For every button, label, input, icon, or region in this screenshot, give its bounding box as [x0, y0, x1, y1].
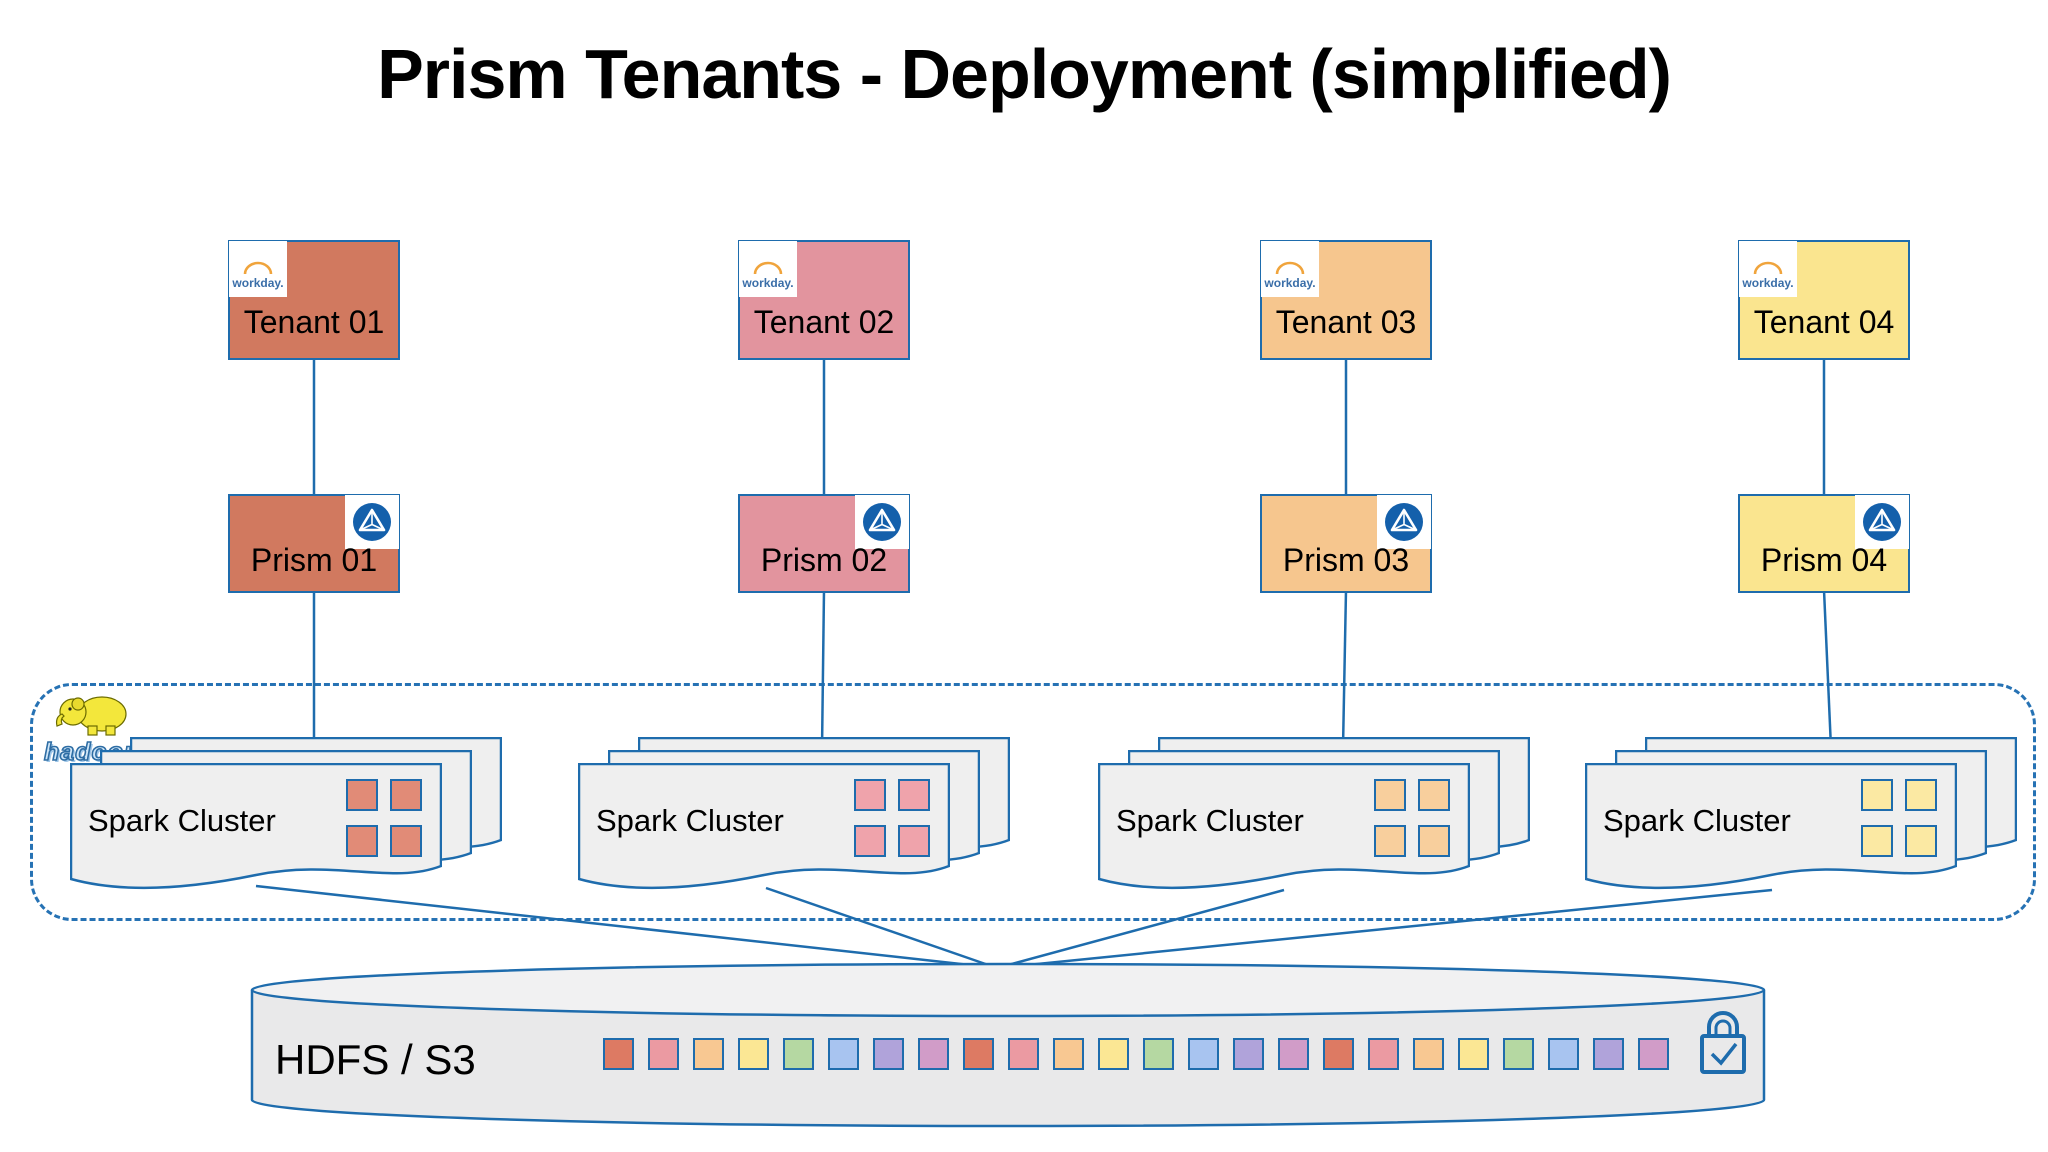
storage-block: [603, 1038, 634, 1070]
storage-block: [1278, 1038, 1309, 1070]
storage-block: [1098, 1038, 1129, 1070]
storage-block: [873, 1038, 904, 1070]
prism-label: Prism 03: [1282, 542, 1410, 578]
tenant-box: workday. Tenant 03: [1260, 240, 1432, 360]
spark-cluster-stack: Spark Cluster: [1585, 737, 2017, 890]
storage-block: [1188, 1038, 1219, 1070]
tenant-box: workday. Tenant 02: [738, 240, 910, 360]
worker-node-square: [854, 779, 886, 811]
prism-icon: [1377, 495, 1431, 549]
worker-node-square: [390, 825, 422, 857]
storage-block: [1638, 1038, 1669, 1070]
tenant-label: Tenant 02: [753, 304, 895, 340]
storage-block: [1548, 1038, 1579, 1070]
prism-icon: [345, 495, 399, 549]
worker-node-square: [346, 779, 378, 811]
prism-box: Prism 01: [228, 494, 400, 593]
worker-node-square: [854, 825, 886, 857]
worker-node-square: [1905, 825, 1937, 857]
worker-node-square: [346, 825, 378, 857]
workday-arc-icon: [243, 261, 273, 275]
storage-block: [828, 1038, 859, 1070]
worker-node-square: [390, 779, 422, 811]
prism-label: Prism 01: [250, 542, 378, 578]
workday-logo: workday.: [229, 241, 287, 297]
tenant-column: workday. Tenant 01 Prism 01: [228, 240, 400, 593]
spark-cluster-label: Spark Cluster: [1603, 803, 1791, 838]
tenant-box: workday. Tenant 01: [228, 240, 400, 360]
workday-logo-text: workday.: [1264, 276, 1316, 290]
spark-cluster-stack: Spark Cluster: [578, 737, 1010, 890]
lock-check-icon: [1700, 1011, 1746, 1074]
tenant-column: workday. Tenant 03 Prism 03: [1260, 240, 1432, 593]
workday-arc-icon: [753, 261, 783, 275]
worker-node-square: [1861, 779, 1893, 811]
worker-node-square: [1374, 825, 1406, 857]
worker-node-square: [1418, 825, 1450, 857]
prism-icon: [855, 495, 909, 549]
spark-cluster-stack: Spark Cluster: [70, 737, 502, 890]
storage-block: [1413, 1038, 1444, 1070]
storage-block: [648, 1038, 679, 1070]
worker-node-square: [898, 779, 930, 811]
storage-block: [918, 1038, 949, 1070]
hadoop-logo: [55, 696, 127, 736]
prism-label: Prism 02: [760, 542, 888, 578]
storage-block: [963, 1038, 994, 1070]
spark-cluster-label: Spark Cluster: [88, 803, 276, 838]
workday-logo: workday.: [739, 241, 797, 297]
storage-block: [693, 1038, 724, 1070]
storage-block: [1593, 1038, 1624, 1070]
storage-block: [1053, 1038, 1084, 1070]
workday-logo: workday.: [1739, 241, 1797, 297]
workday-logo-text: workday.: [232, 276, 284, 290]
storage-label: HDFS / S3: [275, 1036, 476, 1083]
page-title: Prism Tenants - Deployment (simplified): [377, 35, 1672, 113]
storage-block: [1458, 1038, 1489, 1070]
worker-node-square: [898, 825, 930, 857]
workday-logo-text: workday.: [1742, 276, 1794, 290]
storage-block: [1233, 1038, 1264, 1070]
worker-node-square: [1418, 779, 1450, 811]
workday-logo-text: workday.: [742, 276, 794, 290]
storage-block: [1323, 1038, 1354, 1070]
worker-node-square: [1905, 779, 1937, 811]
prism-box: Prism 03: [1260, 494, 1432, 593]
tenant-box: workday. Tenant 04: [1738, 240, 1910, 360]
workday-arc-icon: [1275, 261, 1305, 275]
prism-box: Prism 04: [1738, 494, 1910, 593]
spark-cluster-stack: Spark Cluster: [1098, 737, 1530, 890]
hadoop-elephant-icon: [55, 696, 127, 736]
storage-block: [1368, 1038, 1399, 1070]
prism-box: Prism 02: [738, 494, 910, 593]
workday-logo: workday.: [1261, 241, 1319, 297]
storage-block: [1503, 1038, 1534, 1070]
storage-block: [783, 1038, 814, 1070]
spark-cluster-label: Spark Cluster: [596, 803, 784, 838]
tenant-column: workday. Tenant 04 Prism 04: [1738, 240, 1910, 593]
storage-block: [738, 1038, 769, 1070]
workday-arc-icon: [1753, 261, 1783, 275]
tenant-label: Tenant 04: [1753, 304, 1895, 340]
storage-block: [1143, 1038, 1174, 1070]
tenant-label: Tenant 01: [243, 304, 385, 340]
tenant-column: workday. Tenant 02 Prism 02: [738, 240, 910, 593]
prism-label: Prism 04: [1760, 542, 1888, 578]
prism-icon: [1855, 495, 1909, 549]
tenant-label: Tenant 03: [1275, 304, 1417, 340]
storage-block: [1008, 1038, 1039, 1070]
worker-node-square: [1374, 779, 1406, 811]
spark-cluster-label: Spark Cluster: [1116, 803, 1304, 838]
worker-node-square: [1861, 825, 1893, 857]
